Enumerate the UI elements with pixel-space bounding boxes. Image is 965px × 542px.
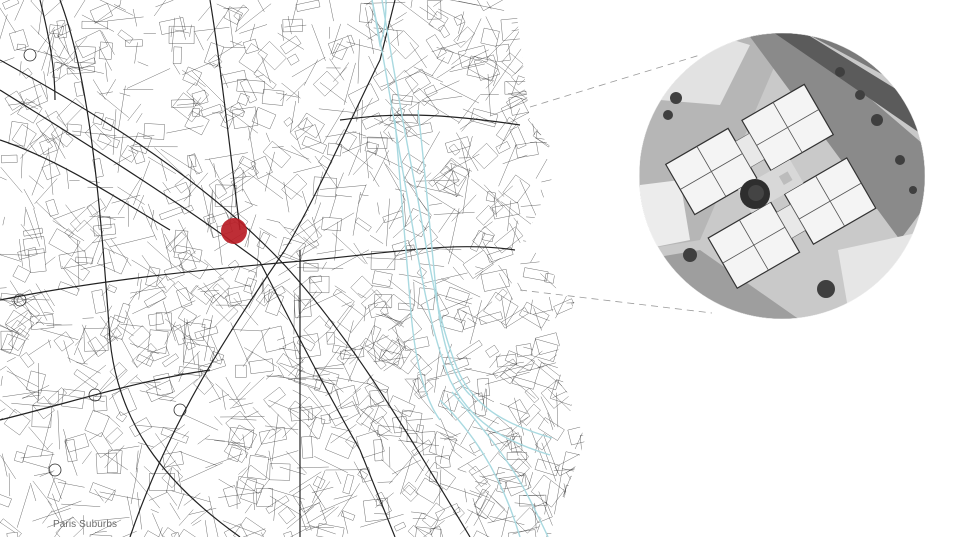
site-plan-inset xyxy=(639,33,925,319)
leader-lines xyxy=(519,54,713,314)
map-caption: Paris Suburbs xyxy=(53,519,118,530)
site-buildings xyxy=(664,83,877,290)
street-network xyxy=(0,0,585,537)
roundabout xyxy=(13,293,27,307)
roundabout xyxy=(173,403,187,417)
roundabout xyxy=(48,463,62,477)
street-texture xyxy=(0,0,585,537)
site-location-marker[interactable] xyxy=(221,218,247,244)
roundabout xyxy=(88,388,102,402)
roundabout xyxy=(23,48,37,62)
river xyxy=(371,0,553,538)
